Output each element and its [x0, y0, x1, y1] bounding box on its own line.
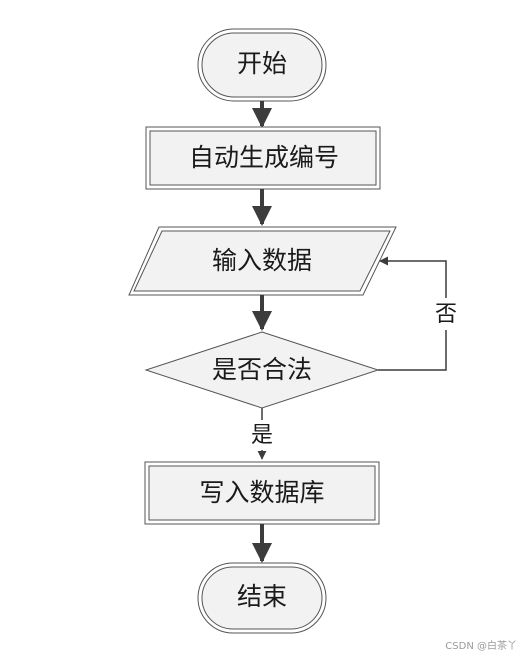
start-node: 开始	[197, 28, 327, 102]
end-node: 结束	[197, 562, 327, 634]
input-data-node: 输入数据	[128, 226, 397, 296]
yes-branch-label: 是	[251, 423, 273, 448]
input-data-label: 输入数据	[212, 246, 312, 275]
auto-number-label: 自动生成编号	[189, 143, 339, 172]
validity-decision-label: 是否合法	[212, 355, 312, 384]
no-branch-label: 否	[435, 302, 457, 327]
write-db-label: 写入数据库	[199, 478, 324, 507]
watermark: CSDN @白茶丫	[445, 641, 517, 652]
validity-decision-node: 是否合法	[144, 331, 380, 409]
end-label: 结束	[237, 582, 287, 611]
write-db-node: 写入数据库	[144, 461, 380, 525]
auto-number-node: 自动生成编号	[145, 126, 381, 190]
start-label: 开始	[237, 49, 287, 78]
